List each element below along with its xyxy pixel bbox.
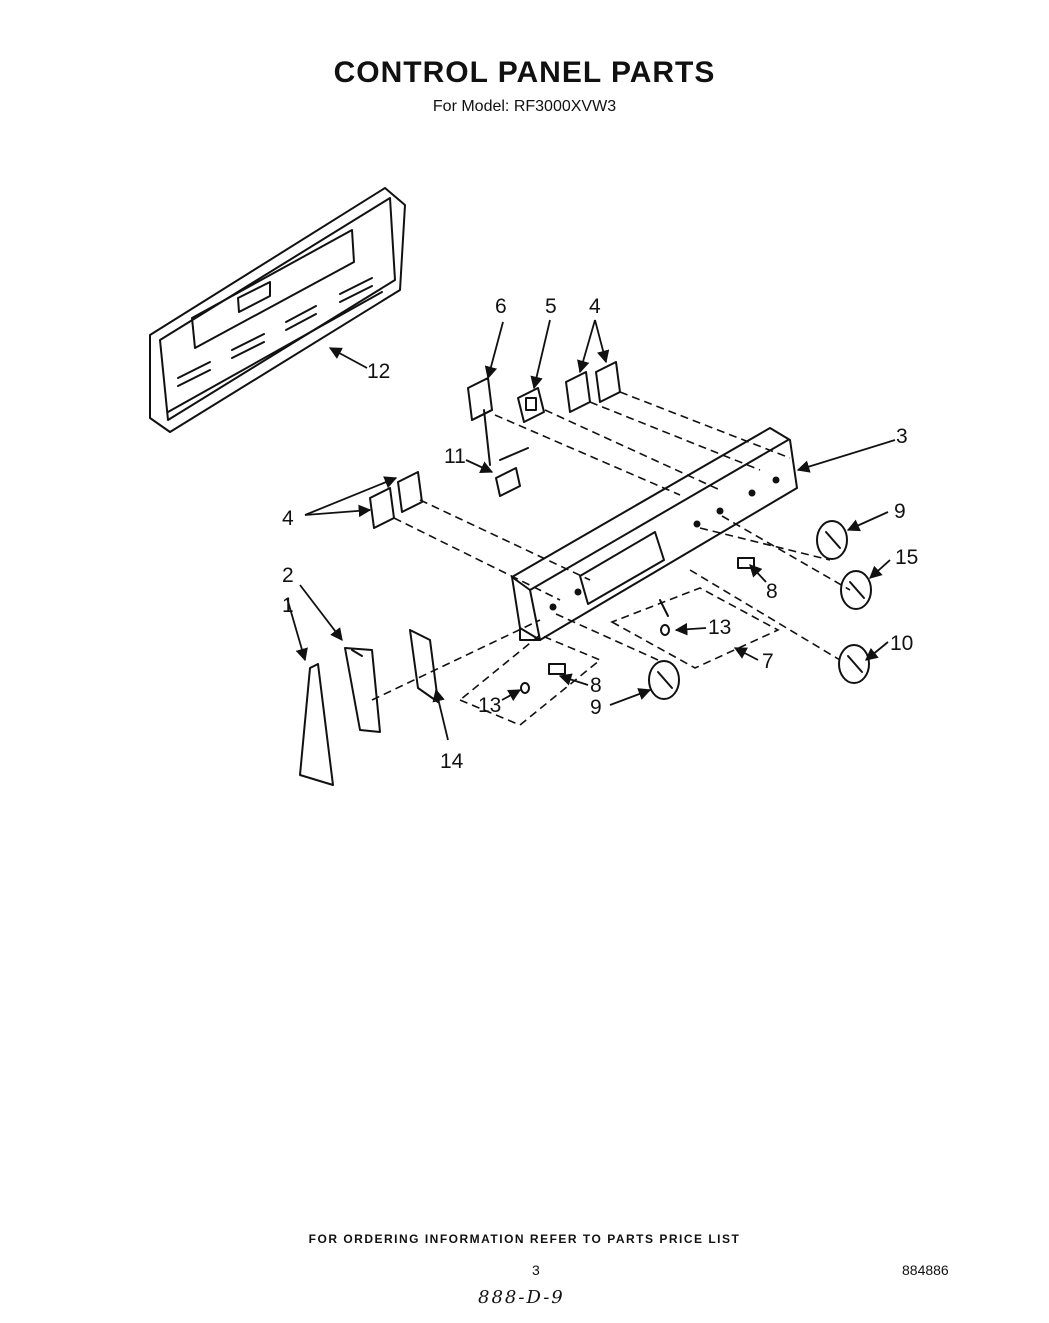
callout-10: 10 — [890, 632, 913, 655]
handwritten-code: 888-D-9 — [478, 1287, 565, 1308]
bracket-part-14 — [409, 629, 439, 703]
callout-6: 6 — [495, 295, 507, 318]
ordering-info-note: FOR ORDERING INFORMATION REFER TO PARTS … — [308, 1232, 741, 1246]
knob-part-9-lower — [648, 660, 680, 700]
assembly-lines — [371, 391, 851, 726]
infinite-switch-part-6 — [467, 377, 493, 466]
leader-arrows — [286, 319, 896, 741]
infinite-switch-part-4-upper — [565, 361, 621, 413]
control-panel-part-3 — [511, 427, 798, 641]
callout-9-upper: 9 — [894, 500, 906, 523]
callout-14: 14 — [440, 750, 464, 773]
callout-8-lower: 8 — [590, 674, 602, 697]
rear-panel-part-12 — [149, 187, 406, 433]
knob-part-10 — [838, 644, 870, 684]
document-number: 884886 — [902, 1262, 949, 1278]
callout-5: 5 — [545, 295, 557, 318]
callout-8-upper: 8 — [766, 580, 778, 603]
rocker-switch-part-8-lower — [548, 663, 566, 675]
callout-9-lower: 9 — [590, 696, 602, 719]
callout-11: 11 — [444, 445, 466, 468]
callout-12: 12 — [367, 360, 390, 383]
callout-3: 3 — [896, 425, 908, 448]
lens-part-13-lower — [520, 682, 530, 694]
callout-4-lower: 4 — [282, 507, 294, 530]
callout-13-upper: 13 — [708, 616, 731, 639]
end-cap-part-2 — [344, 647, 381, 733]
callout-2: 2 — [282, 564, 294, 587]
callout-7: 7 — [762, 650, 774, 673]
callout-1: 1 — [282, 594, 294, 617]
page-title: CONTROL PANEL PARTS — [333, 56, 716, 89]
end-cap-part-1 — [299, 663, 334, 786]
knob-part-9-upper — [816, 520, 848, 560]
knob-part-15 — [840, 570, 872, 610]
infinite-switch-part-5 — [517, 387, 545, 423]
callout-15: 15 — [895, 546, 918, 569]
model-subtitle: For Model: RF3000XVW3 — [432, 98, 617, 115]
page-number: 3 — [532, 1262, 540, 1278]
rocker-switch-part-8-upper — [737, 557, 755, 569]
lens-part-13-upper — [659, 599, 670, 636]
indicator-light-part-11 — [495, 447, 529, 497]
callout-labels: 1 2 3 4 4 5 6 7 8 8 9 9 10 11 12 13 13 1… — [282, 295, 918, 773]
callout-13-lower: 13 — [478, 694, 501, 717]
callout-4-upper: 4 — [589, 295, 601, 318]
